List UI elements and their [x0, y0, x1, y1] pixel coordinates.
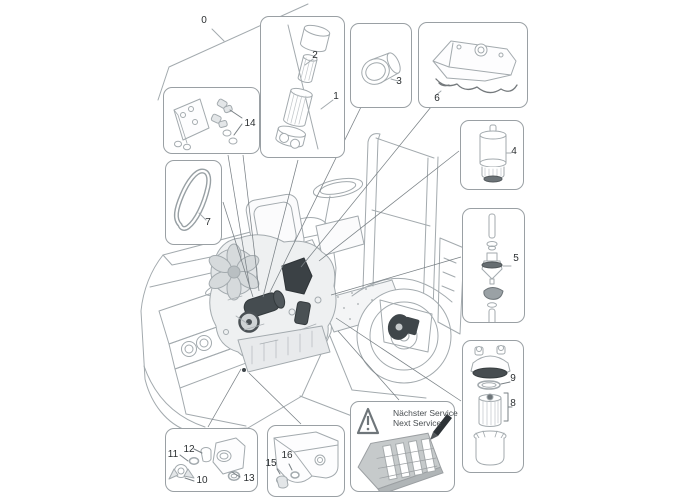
service-box-graphics [356, 407, 452, 491]
engine-starter [243, 290, 286, 318]
marker-pen-icon [430, 414, 452, 440]
service-text-de: Nächster Service [393, 408, 458, 418]
machine-rops-frame [362, 133, 439, 313]
part-callout-11: 11 [167, 449, 179, 460]
part-box-ring [350, 23, 412, 108]
pan-plug-drawing [273, 431, 339, 489]
part-callout-3: 3 [396, 76, 402, 87]
service-sticker [357, 432, 444, 491]
part-callout-2: 2 [312, 50, 318, 61]
part-callout-10: 10 [196, 475, 208, 486]
part-box-inline-filter [462, 208, 525, 323]
next-service-box: Nächster Service Next Service [350, 401, 458, 492]
part-callout-5: 5 [513, 253, 519, 264]
part-box-filter-element [462, 340, 524, 473]
part-callout-4: 4 [511, 146, 517, 157]
part-box-bracket [163, 87, 260, 154]
oil-filter-drawing [275, 24, 334, 150]
drain-assembly-drawing [168, 437, 246, 482]
part-callout-1: 1 [333, 91, 339, 102]
part-callout-13: 13 [243, 473, 255, 484]
machine-engine-assembly [208, 234, 337, 373]
part-callout-12: 12 [183, 444, 195, 455]
filter-element-drawing [470, 345, 513, 466]
part-callout-14: 14 [244, 118, 256, 129]
part-callout-6: 6 [434, 93, 440, 104]
part-box-pan-plug [267, 425, 345, 497]
part-box-belt [165, 160, 222, 245]
leader-lines [207, 106, 462, 428]
warning-triangle-icon [356, 407, 380, 435]
part-box-fuel-cartridge [460, 120, 524, 190]
part-callout-8: 8 [510, 398, 516, 409]
part-callout-0: 0 [201, 15, 207, 26]
part-box-valve-cover [418, 22, 528, 108]
part-box-drain-assembly [165, 428, 258, 492]
fuel-cartridge-drawing [479, 124, 512, 183]
service-text-en: Next Service [393, 418, 442, 428]
v-belt-drawing [173, 168, 212, 231]
inline-filter-drawing [481, 213, 512, 322]
engine-air-duct [281, 257, 313, 295]
ring-drawing [361, 52, 401, 85]
part-callout-16: 16 [281, 450, 293, 461]
part-callout-7: 7 [205, 217, 211, 228]
valve-cover-drawing [432, 40, 518, 97]
part-callout-15: 15 [265, 458, 277, 469]
part-box-oil-filter [260, 16, 345, 158]
part-callout-9: 9 [510, 373, 516, 384]
bracket-drawing [173, 98, 243, 151]
